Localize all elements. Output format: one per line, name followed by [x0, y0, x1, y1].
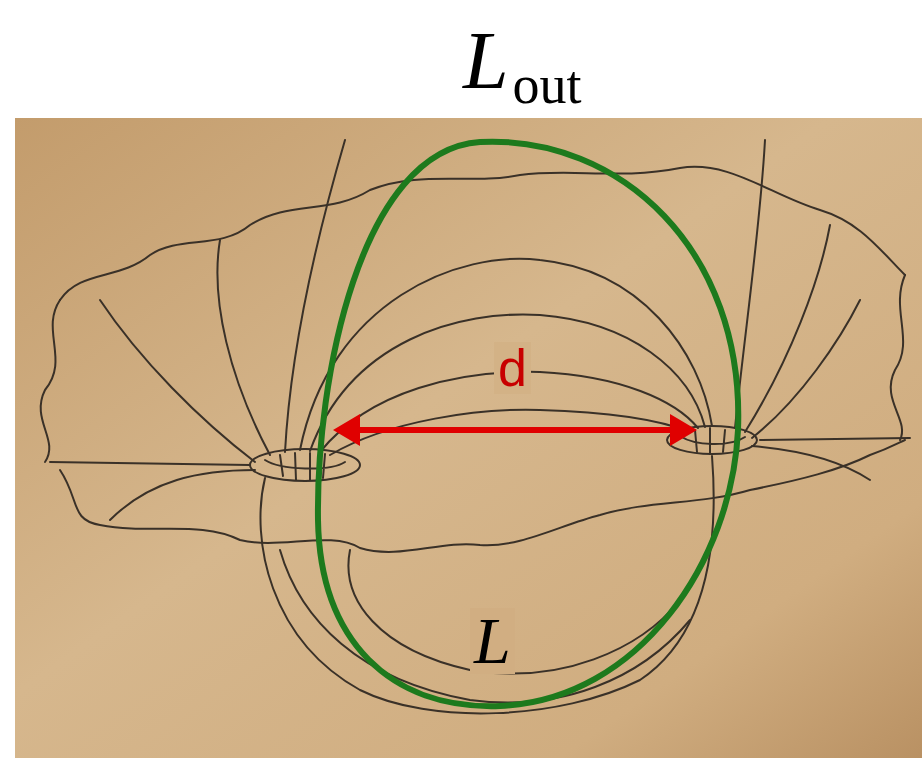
paper-photo	[15, 118, 922, 758]
distance-arrow	[333, 414, 697, 446]
subscript-text: out	[513, 58, 582, 112]
green-loop	[318, 142, 738, 706]
loop-length-symbol: L	[463, 20, 509, 102]
distance-label: d	[494, 342, 531, 394]
throat-length-label: L	[470, 608, 515, 674]
pencil-lines	[41, 140, 910, 713]
